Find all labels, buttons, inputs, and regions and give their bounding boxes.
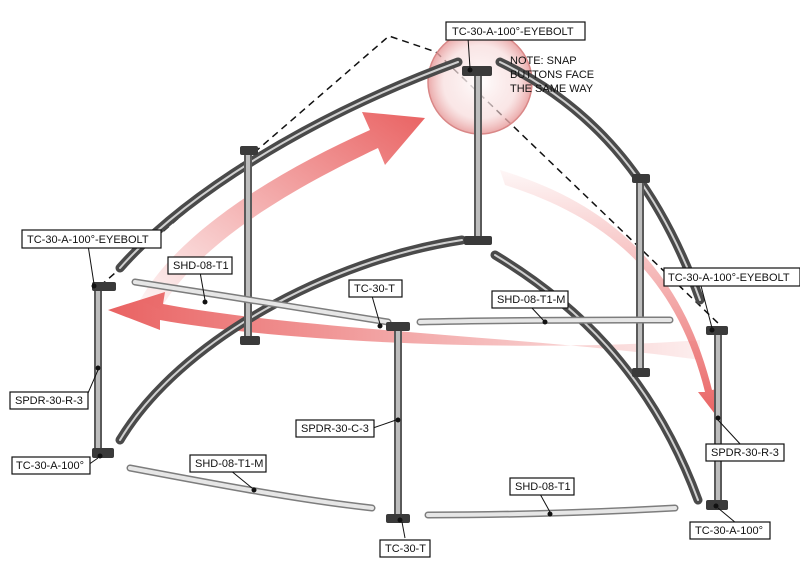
arrow-right (500, 170, 722, 418)
svg-text:TC-30-A-100°-EYEBOLT: TC-30-A-100°-EYEBOLT (452, 26, 574, 38)
svg-text:SHD-08-T1-M: SHD-08-T1-M (195, 458, 263, 470)
label-left-eyebolt: TC-30-A-100°-EYEBOLT (21, 229, 162, 249)
label-spdr-r3-right: SPDR-30-R-3 (705, 443, 785, 462)
label-tc30a-left: TC-30-A-100° (11, 456, 91, 475)
svg-text:TC-30-T: TC-30-T (354, 283, 395, 295)
vertical-posts (94, 75, 722, 518)
svg-text:TC-30-A-100°-EYEBOLT: TC-30-A-100°-EYEBOLT (27, 234, 149, 246)
label-tc30a-right: TC-30-A-100° (689, 521, 771, 540)
fitting-center-hub (464, 236, 492, 245)
svg-text:TC-30-A-100°-EYEBOLT: TC-30-A-100°-EYEBOLT (668, 272, 790, 284)
arrow-bottom (108, 292, 700, 360)
fitting-left-tc30a (92, 448, 114, 458)
fitting-left-eyebolt (92, 282, 116, 291)
label-right-eyebolt: TC-30-A-100°-EYEBOLT (663, 267, 800, 287)
svg-text:TC-30-A-100°: TC-30-A-100° (695, 525, 763, 537)
label-tc30t-upper: TC-30-T (348, 279, 403, 298)
svg-text:SPDR-30-R-3: SPDR-30-R-3 (15, 395, 83, 407)
svg-text:SHD-08-T1-M: SHD-08-T1-M (497, 294, 565, 306)
fitting-right-top (632, 174, 650, 183)
svg-text:TC-30-A-100°: TC-30-A-100° (16, 460, 84, 472)
note-line-2: BUTTONS FACE (510, 69, 594, 81)
fitting-left-mid (240, 336, 260, 345)
label-spdr-c3: SPDR-30-C-3 (295, 419, 375, 438)
svg-text:SPDR-30-R-3: SPDR-30-R-3 (711, 447, 779, 459)
label-shd-t1-upper-left: SHD-08-T1 (167, 256, 233, 275)
label-tc30t-lower: TC-30-T (379, 539, 431, 558)
part-labels: TC-30-A-100°-EYEBOLT TC-30-A-100°-EYEBOL… (9, 21, 800, 558)
fitting-right-eyebolt (706, 326, 728, 335)
svg-text:SPDR-30-C-3: SPDR-30-C-3 (301, 423, 369, 435)
note-line-3: THE SAME WAY (510, 83, 594, 95)
label-spdr-r3-left: SPDR-30-R-3 (9, 391, 89, 410)
fitting-top-eyebolt (462, 66, 492, 76)
fitting-tc30t-upper (386, 322, 410, 331)
svg-text:TC-30-T: TC-30-T (385, 543, 426, 555)
svg-text:SHD-08-T1: SHD-08-T1 (173, 260, 229, 272)
svg-text:SHD-08-T1: SHD-08-T1 (515, 481, 571, 493)
left-arch-upper (115, 57, 463, 273)
fitting-right-mid (632, 368, 650, 377)
note: NOTE: SNAP BUTTONS FACE THE SAME WAY (510, 55, 594, 95)
label-shd-t1m-upper-right: SHD-08-T1-M (491, 290, 569, 309)
leader-lines (84, 37, 743, 539)
fittings (92, 66, 728, 523)
label-top-eyebolt: TC-30-A-100°-EYEBOLT (445, 21, 586, 41)
label-shd-t1m-lower-left: SHD-08-T1-M (189, 454, 267, 473)
note-line-1: NOTE: SNAP (510, 55, 577, 67)
fitting-left-top (240, 146, 258, 155)
label-shd-t1-lower-right: SHD-08-T1 (509, 477, 575, 496)
